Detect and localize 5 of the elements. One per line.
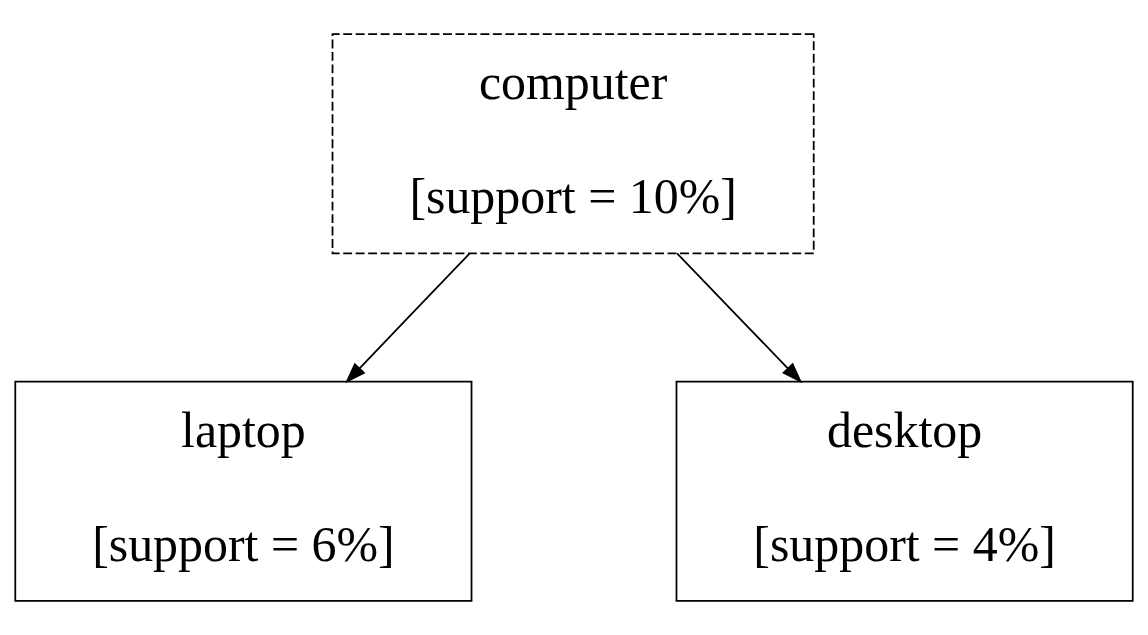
arrow [345, 252, 471, 384]
node-box: laptop [support = 6%] [14, 380, 473, 602]
node-box: desktop [support = 4%] [675, 380, 1134, 602]
node-box: computer [support = 10%] [331, 33, 815, 255]
arrow [676, 252, 803, 384]
